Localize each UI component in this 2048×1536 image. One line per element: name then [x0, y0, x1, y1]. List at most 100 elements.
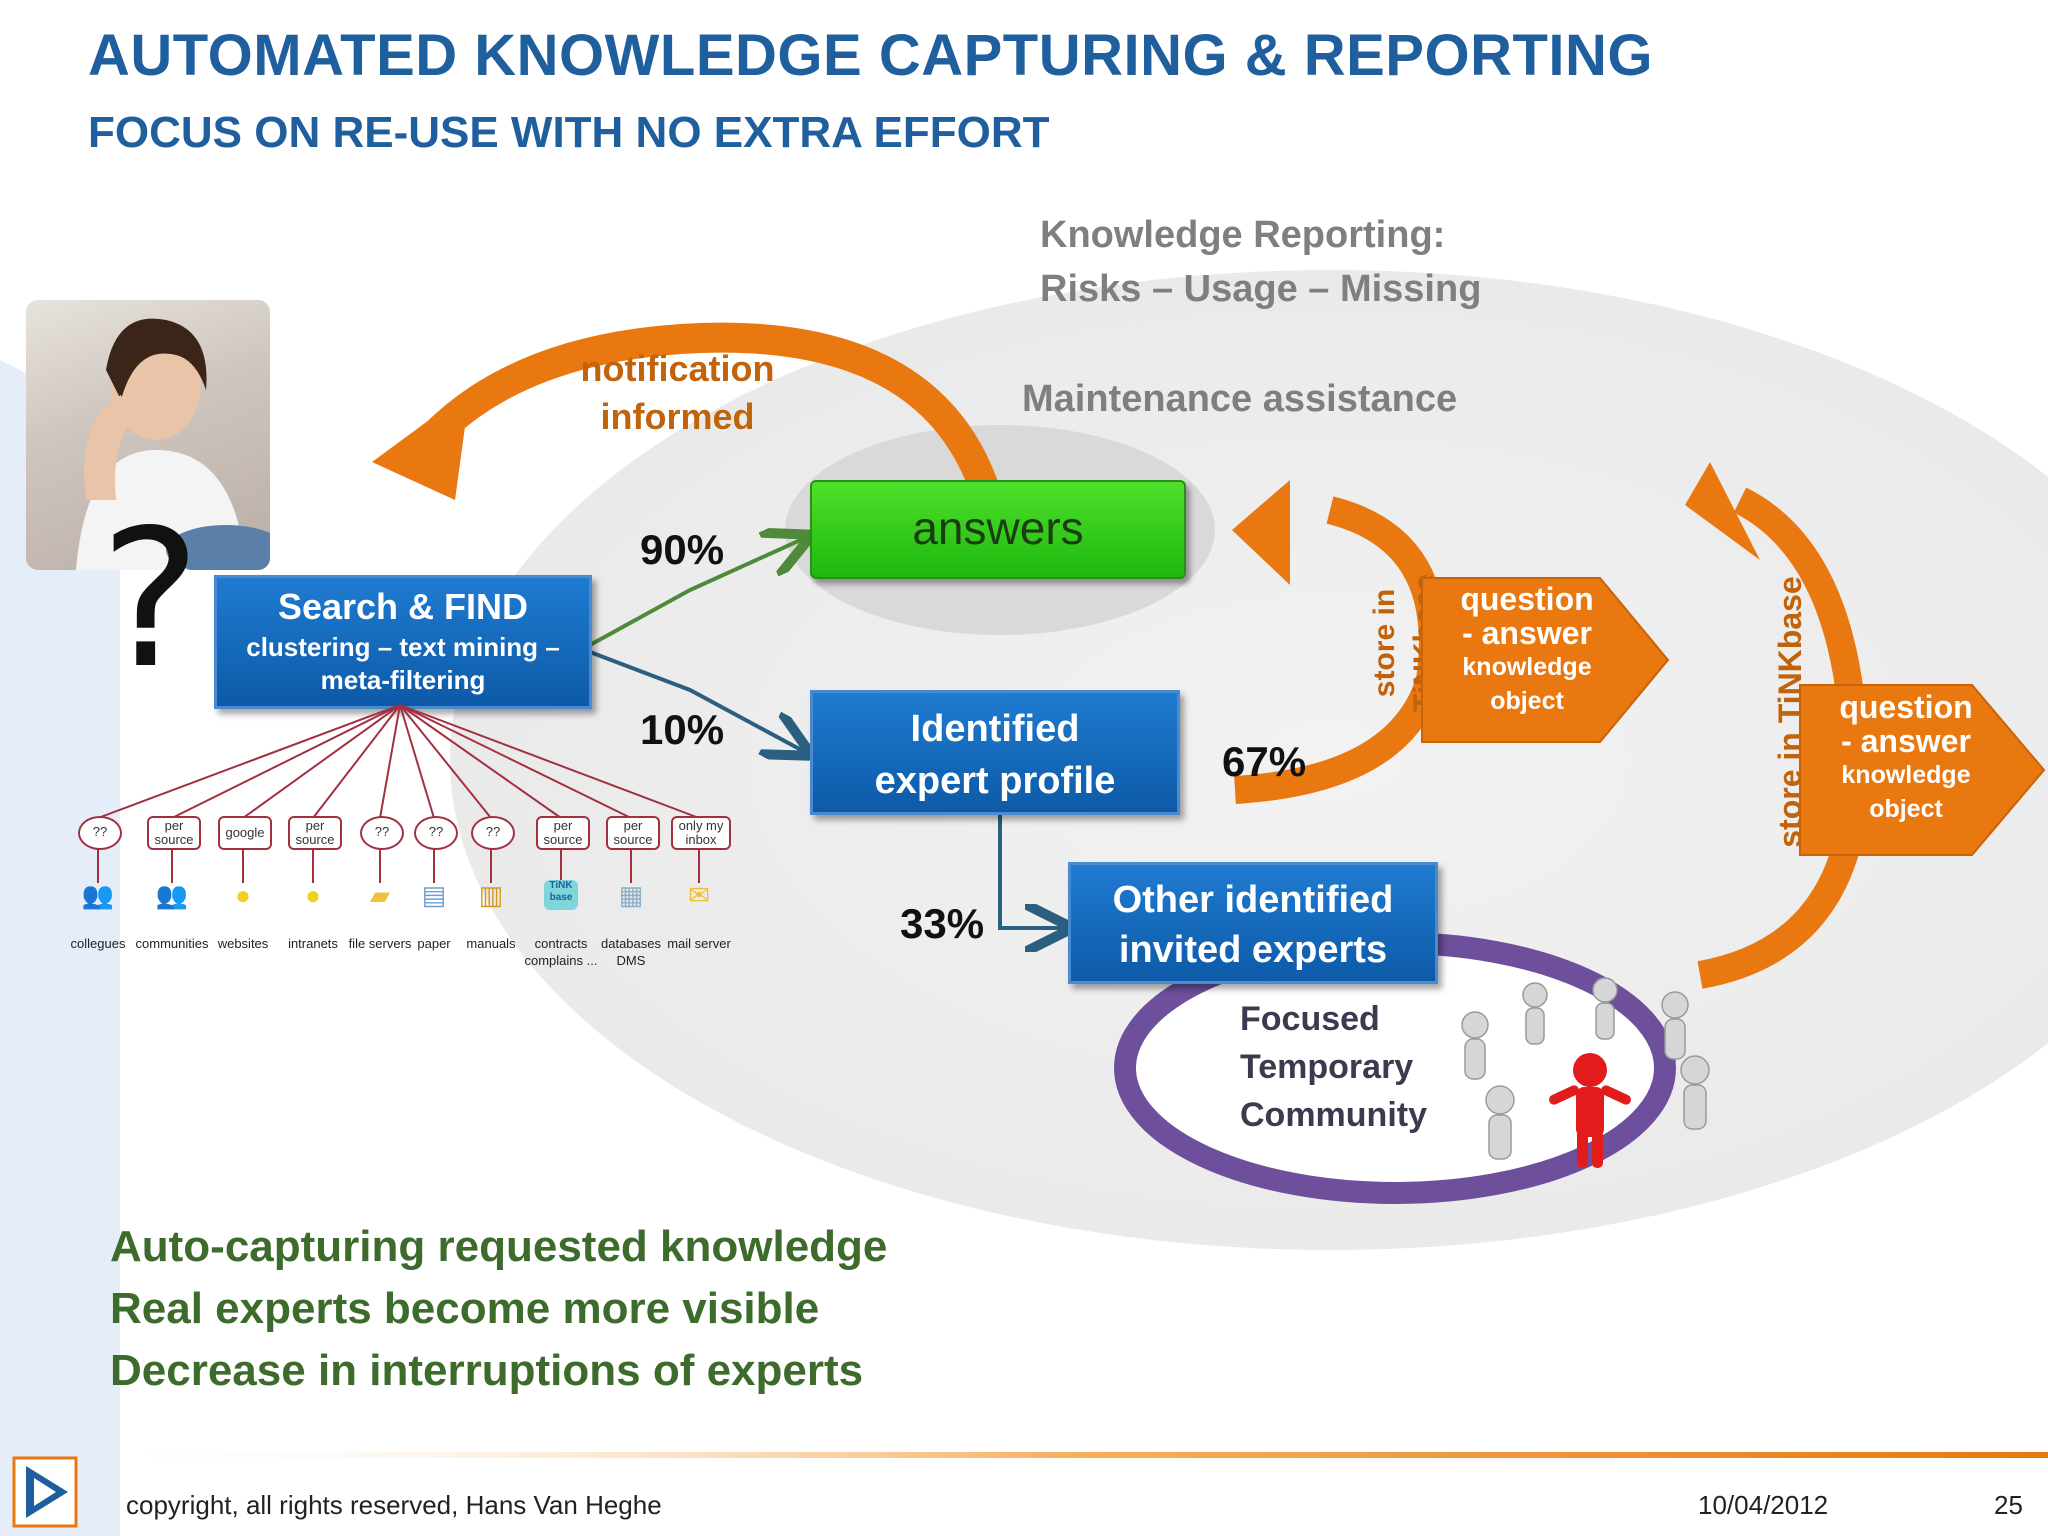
- qa-right-text: question - answer knowledge object: [1800, 690, 2012, 826]
- bullet-3: Decrease in interruptions of experts: [110, 1346, 864, 1395]
- source-tag: ??: [414, 816, 458, 850]
- reporting-line-2: Risks – Usage – Missing: [1040, 268, 1482, 310]
- source-label: file servers: [348, 936, 412, 951]
- mail-icon: ✉: [688, 880, 710, 910]
- notification-line-1: notification: [580, 348, 775, 389]
- qa-right-line-4: object: [1869, 795, 1943, 823]
- store-arrow-right-head: [1685, 462, 1760, 560]
- expert-profile-line-1: Identified: [910, 708, 1080, 750]
- community-line-2: Temporary: [1240, 1048, 1414, 1086]
- source-branch-line: [312, 704, 401, 819]
- community-line-1: Focused: [1240, 1000, 1380, 1038]
- percent-67: 67%: [1222, 738, 1307, 785]
- people-icon: 👥: [81, 880, 115, 910]
- slide-subtitle: FOCUS ON RE-USE WITH NO EXTRA EFFORT: [88, 108, 1050, 157]
- woman-photo: [26, 300, 270, 570]
- slide-title: AUTOMATED KNOWLEDGE CAPTURING & REPORTIN…: [88, 23, 1654, 88]
- reporting-line-1: Knowledge Reporting:: [1040, 214, 1446, 256]
- other-experts-line-2: invited experts: [1118, 929, 1388, 971]
- footer-line: [80, 1452, 2048, 1458]
- arrow-expert-to-others: [998, 815, 1065, 928]
- notification-arrow: [419, 322, 1000, 496]
- source-branch-line: [399, 704, 492, 819]
- footer-date: 10/04/2012: [1698, 1490, 1829, 1520]
- qa-left-line-4: object: [1490, 687, 1564, 715]
- left-blue-stripe: [0, 360, 120, 1536]
- maintenance-label: Maintenance assistance: [1022, 378, 1458, 420]
- source-tag: per source: [606, 816, 660, 850]
- source-branch-line: [379, 704, 401, 819]
- notification-arrowhead: [372, 390, 470, 500]
- woman-photo-illustration: [76, 318, 270, 570]
- bullet-1: Auto-capturing requested knowledge: [110, 1222, 888, 1271]
- arrow-search-to-expert: [589, 650, 805, 752]
- search-find-line-2: clustering – text mining –: [246, 632, 560, 662]
- search-find-line-3: meta-filtering: [320, 665, 486, 695]
- source-label: mail server: [667, 936, 731, 951]
- source-tag: per source: [288, 816, 342, 850]
- qa-left-line-1: question: [1460, 581, 1594, 617]
- percent-33: 33%: [900, 900, 985, 947]
- group-icon: 👥: [155, 880, 189, 910]
- expert-profile-box: Identified expert profile: [810, 690, 1180, 815]
- notification-line-2: informed: [600, 396, 755, 437]
- source-branch-line: [171, 704, 401, 819]
- answers-box: answers: [810, 480, 1186, 579]
- book-icon: ▥: [478, 880, 504, 910]
- bullet-2: Real experts become more visible: [110, 1284, 820, 1333]
- source-label: manuals: [466, 936, 516, 951]
- people-circle-illustration: [1461, 977, 1710, 1168]
- store-arrow-left-head: [1232, 480, 1290, 585]
- qa-right-line-2: - answer: [1841, 723, 1971, 759]
- source-label: communities: [135, 936, 209, 951]
- source-tag: ??: [360, 816, 404, 850]
- qa-right-line-3: knowledge: [1841, 761, 1971, 789]
- question-mark: ?: [100, 489, 201, 710]
- source-branch-line: [399, 704, 435, 819]
- play-logo-icon: [12, 1456, 78, 1528]
- expert-profile-line-2: expert profile: [874, 760, 1116, 802]
- search-find-title: Search & FIND: [277, 586, 529, 627]
- footer-copyright: copyright, all rights reserved, Hans Van…: [126, 1490, 662, 1520]
- tinkbase-icon: TiNK base: [544, 880, 578, 910]
- source-branch-line: [399, 704, 632, 819]
- source-label: databases DMS: [601, 936, 661, 968]
- percent-10: 10%: [640, 706, 725, 753]
- other-experts-box: Other identified invited experts: [1068, 862, 1438, 984]
- database-icon: ▦: [618, 880, 644, 910]
- community-line-3: Community: [1240, 1096, 1427, 1134]
- qa-left-text: question - answer knowledge object: [1422, 582, 1632, 718]
- qa-right-shape: [1799, 684, 2046, 856]
- source-tag: per source: [147, 816, 201, 850]
- qa-right-line-1: question: [1839, 689, 1973, 725]
- footer-page-number: 25: [1994, 1490, 2023, 1520]
- source-tag: ??: [471, 816, 515, 850]
- qa-left-line-3: knowledge: [1462, 653, 1592, 681]
- source-tag: google: [218, 816, 272, 850]
- reporting-label: Knowledge Reporting: Risks – Usage – Mis…: [1040, 208, 1481, 316]
- source-label: paper: [417, 936, 451, 951]
- source-branch-line: [242, 704, 401, 819]
- source-tag: per source: [536, 816, 590, 850]
- source-tag: only my inbox: [671, 816, 731, 850]
- source-label: intranets: [288, 936, 338, 951]
- source-tag: ??: [78, 816, 122, 850]
- arrow-search-to-answers: [589, 538, 805, 647]
- source-branch-line: [399, 704, 700, 819]
- qa-left-shape: [1421, 577, 1670, 743]
- source-label: collegues: [70, 936, 126, 951]
- percent-90: 90%: [640, 526, 725, 573]
- other-experts-line-1: Other identified: [1112, 879, 1394, 921]
- globe-icon: ●: [235, 880, 251, 910]
- notification-label: notification informed: [580, 345, 775, 441]
- folder-icon: ▰: [370, 880, 390, 910]
- search-find-box: Search & FIND clustering – text mining –…: [214, 575, 592, 709]
- source-branch-line: [399, 704, 562, 819]
- globe-icon: ●: [305, 880, 321, 910]
- source-label: contracts complains ...: [524, 936, 598, 968]
- source-label: websites: [217, 936, 269, 951]
- document-icon: ▤: [421, 880, 447, 910]
- source-branch-line: [97, 704, 401, 819]
